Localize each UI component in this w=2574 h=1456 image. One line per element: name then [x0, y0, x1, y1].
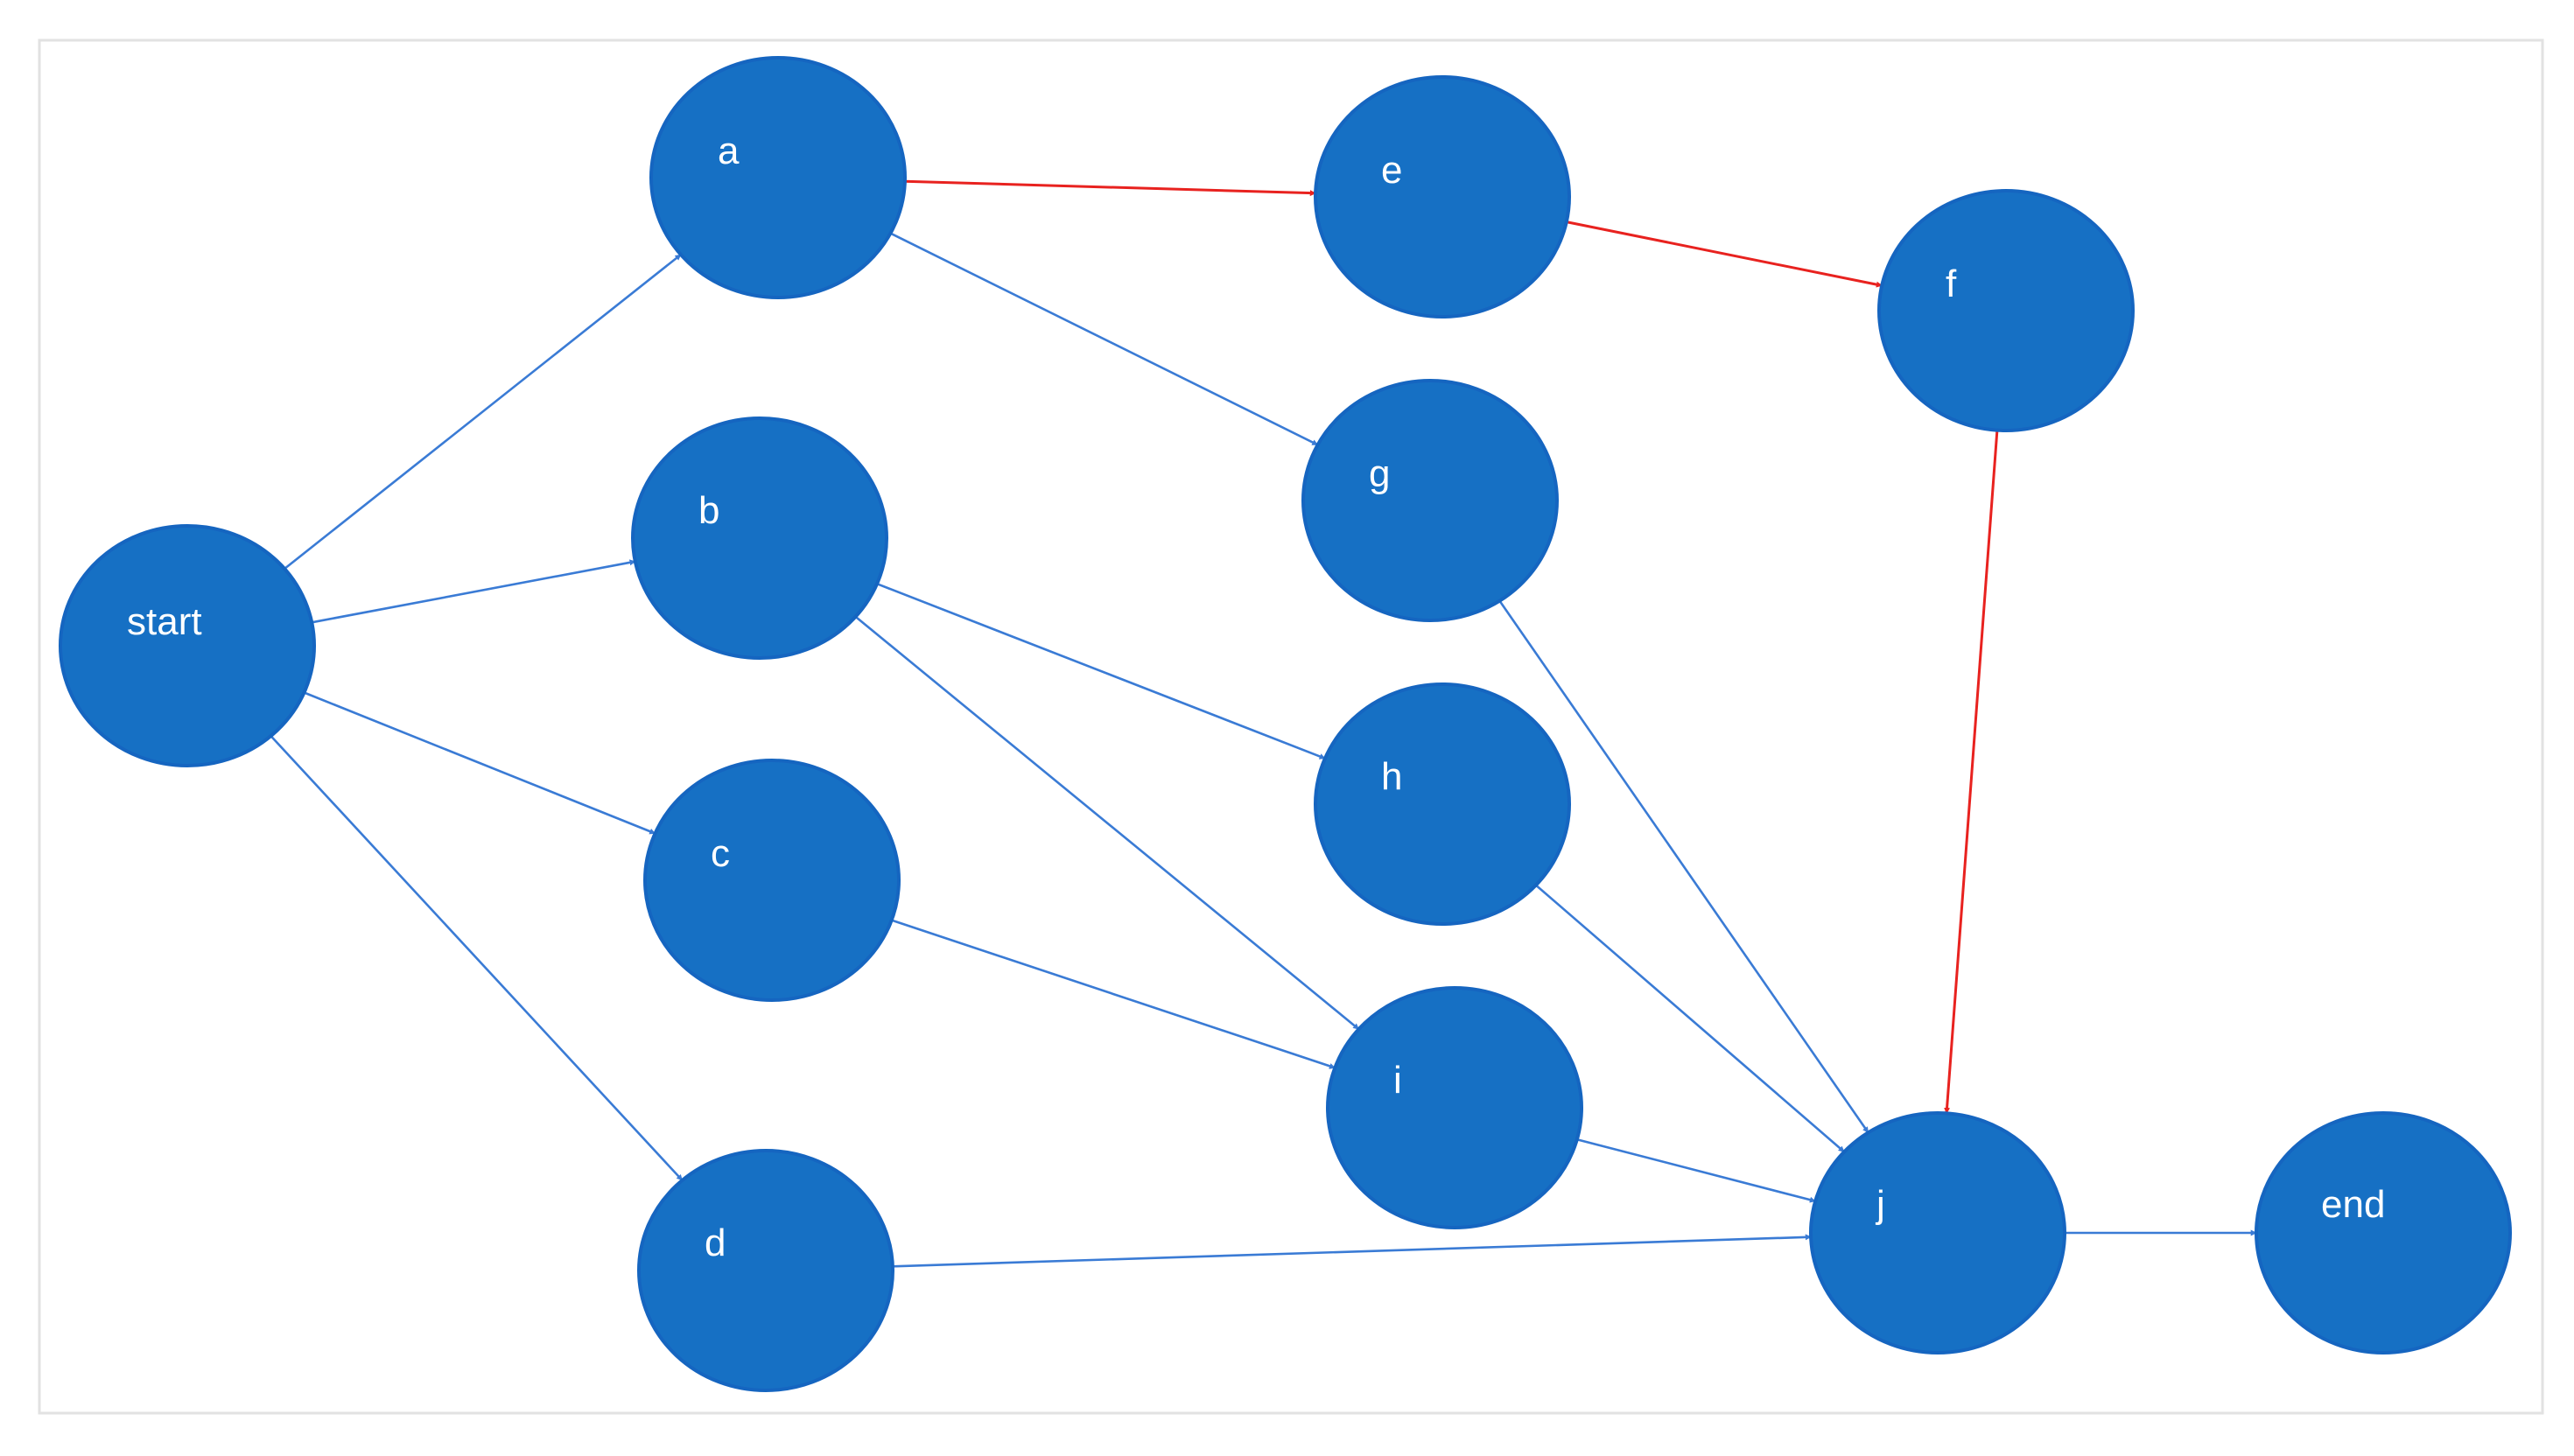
- edge-start-to-d: [270, 735, 684, 1181]
- node-d: d: [637, 1149, 894, 1392]
- node-j-label: j: [1875, 1183, 1885, 1226]
- edge-h-to-j: [1535, 884, 1845, 1153]
- node-d-label: d: [705, 1222, 726, 1264]
- node-e: e: [1314, 75, 1571, 318]
- edge-b-to-h: [876, 582, 1326, 760]
- diagram-frame: [38, 38, 2544, 1415]
- node-a: a: [649, 56, 907, 299]
- node-start: start: [59, 524, 316, 767]
- node-c-shape: [643, 759, 901, 1002]
- node-h-label: h: [1381, 755, 1402, 798]
- edge-a-to-e-critical: [904, 179, 1316, 197]
- node-end-shape: [2255, 1111, 2512, 1354]
- edge-c-to-i: [891, 919, 1336, 1069]
- node-i-shape: [1326, 986, 1583, 1229]
- node-g: g: [1301, 379, 1559, 622]
- node-f-label: f: [1946, 262, 1957, 305]
- edge-start-to-b: [311, 559, 636, 624]
- node-start-label: start: [127, 600, 202, 643]
- node-b-label: b: [698, 489, 719, 532]
- edge-i-to-j: [1576, 1138, 1816, 1203]
- edge-start-to-a: [284, 253, 682, 570]
- node-a-label: a: [718, 130, 740, 172]
- node-c: c: [643, 759, 901, 1002]
- edges-layer: [270, 179, 2257, 1268]
- node-c-label: c: [711, 832, 730, 875]
- node-f: f: [1877, 189, 2135, 432]
- edge-d-to-j: [892, 1234, 1812, 1268]
- node-g-shape: [1301, 379, 1559, 622]
- node-end: end: [2255, 1111, 2512, 1354]
- node-e-shape: [1314, 75, 1571, 318]
- node-f-shape: [1877, 189, 2135, 432]
- edge-e-to-f-critical: [1566, 220, 1883, 288]
- node-g-label: g: [1369, 452, 1390, 495]
- node-end-label: end: [2321, 1183, 2385, 1226]
- node-h: h: [1314, 682, 1571, 926]
- edge-f-to-j-critical: [1944, 430, 1999, 1114]
- node-h-shape: [1314, 682, 1571, 926]
- nodes-layer: start a b c d e g h i f j end: [59, 56, 2512, 1392]
- node-i: i: [1326, 986, 1583, 1229]
- edge-g-to-j: [1498, 599, 1869, 1134]
- node-i-label: i: [1393, 1059, 1402, 1102]
- node-b-shape: [631, 416, 888, 660]
- node-e-label: e: [1381, 149, 1402, 192]
- node-start-shape: [59, 524, 316, 767]
- edge-start-to-c: [304, 691, 656, 835]
- node-d-shape: [637, 1149, 894, 1392]
- edge-b-to-i: [854, 615, 1360, 1031]
- node-j-shape: [1809, 1111, 2066, 1354]
- node-a-shape: [649, 56, 907, 299]
- node-j: j: [1809, 1111, 2066, 1354]
- node-b: b: [631, 416, 888, 660]
- edge-a-to-g: [889, 232, 1319, 446]
